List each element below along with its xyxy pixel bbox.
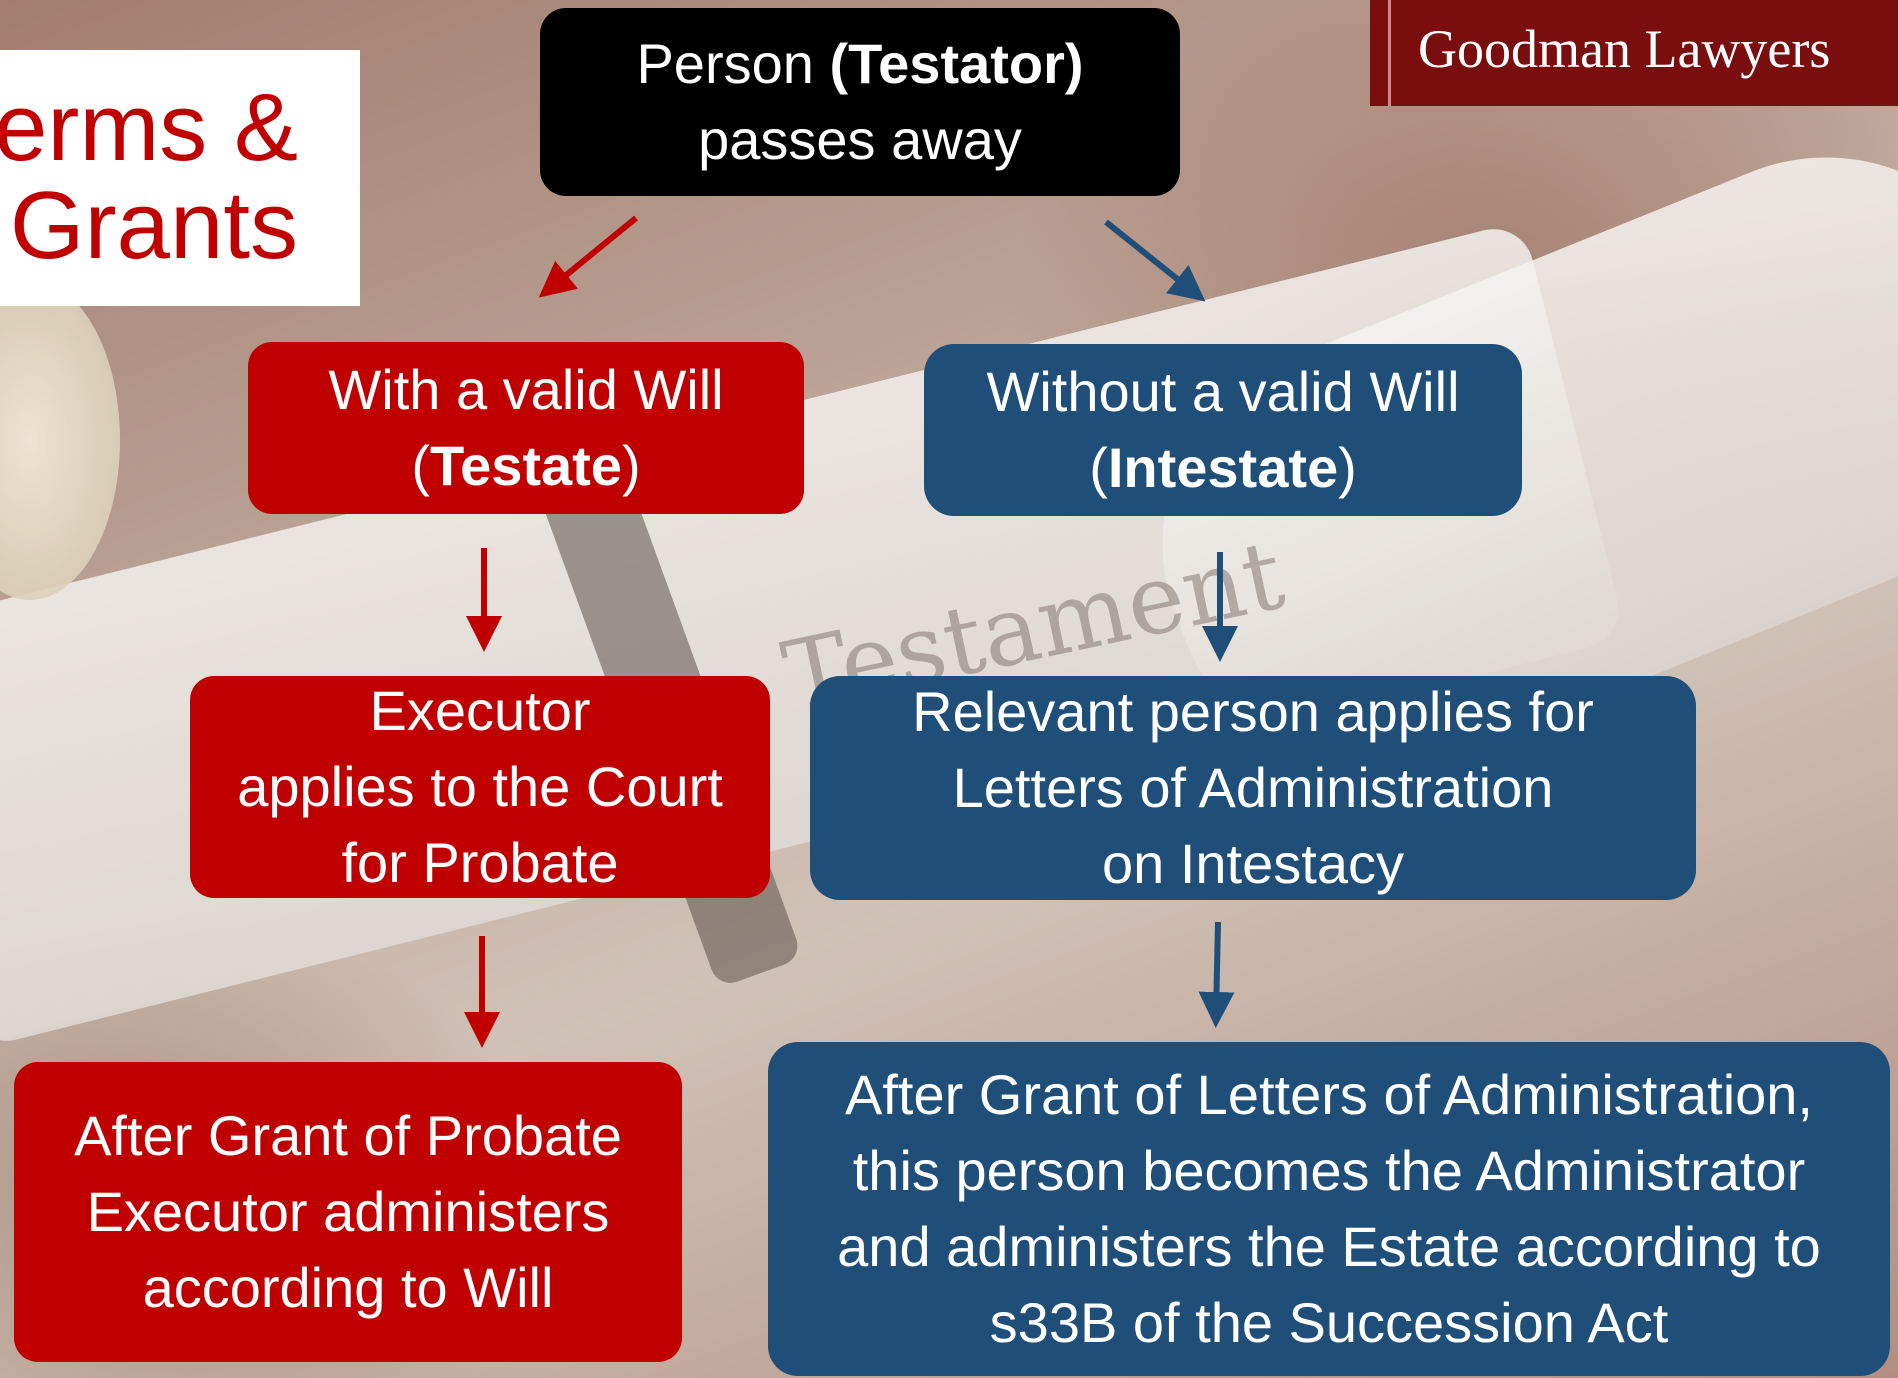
arrow-rel-to-after: [1198, 921, 1235, 1028]
after-admin-line4: s33B of the Succession Act: [989, 1291, 1669, 1354]
title-line-1: erms &: [0, 74, 298, 181]
nowill-paren-open: (: [1089, 436, 1108, 499]
after-admin-line3: and administers the Estate according to: [837, 1215, 1821, 1278]
arrow-root-to-nowill: [1104, 219, 1206, 302]
logo-divider: [1388, 0, 1391, 106]
node-rel-text: Relevant person applies for Letters of A…: [912, 674, 1594, 902]
after-admin-line2: this person becomes the Administrator: [852, 1139, 1806, 1202]
root-bold-text: (Testator): [829, 32, 1084, 95]
node-without-valid-will: Without a valid Will (Intestate): [924, 344, 1522, 516]
arrow-root-to-will: [538, 215, 638, 298]
title-line-2: Grants: [9, 172, 298, 279]
after-probate-line1: After Grant of Probate: [74, 1104, 622, 1167]
node-testator-passes-away: Person (Testator) passes away: [540, 8, 1180, 196]
node-root-line1: Person (Testator): [636, 26, 1083, 102]
after-admin-line1: After Grant of Letters of Administration…: [844, 1063, 1813, 1126]
nowill-line1: Without a valid Will: [986, 360, 1460, 423]
nowill-paren-close: ): [1338, 436, 1357, 499]
will-line2: (Testate): [328, 428, 723, 504]
nowill-line2: (Intestate): [986, 430, 1459, 506]
rel-line3: on Intestacy: [1102, 832, 1404, 895]
exec-line1: Executor: [369, 679, 591, 742]
will-paren-close: ): [621, 434, 641, 497]
node-after-grant-of-letters: After Grant of Letters of Administration…: [768, 1042, 1890, 1376]
will-line1: With a valid Will: [328, 358, 724, 421]
logo-text: Goodman Lawyers: [1418, 19, 1831, 79]
will-paren-open: (: [411, 434, 431, 497]
after-probate-line3: according to Will: [142, 1256, 554, 1319]
exec-line2: applies to the Court: [237, 755, 723, 818]
rel-line2: Letters of Administration: [952, 756, 1554, 819]
node-relevant-person-applies: Relevant person applies for Letters of A…: [810, 676, 1696, 900]
node-nowill-text: Without a valid Will (Intestate): [986, 354, 1459, 506]
will-bold: Testate: [430, 434, 622, 497]
root-post-text: passes away: [698, 108, 1022, 171]
node-after-admin-text: After Grant of Letters of Administration…: [837, 1057, 1821, 1361]
node-root-text: Person (Testator) passes away: [636, 26, 1083, 178]
title-box: erms & Grants: [0, 50, 360, 306]
exec-line3: for Probate: [341, 831, 619, 894]
node-executor-applies: Executor applies to the Court for Probat…: [190, 676, 770, 898]
root-pre-text: Person: [636, 32, 830, 95]
node-with-valid-will: With a valid Will (Testate): [248, 342, 804, 514]
node-after-grant-of-probate: After Grant of Probate Executor administ…: [14, 1062, 682, 1362]
node-will-text: With a valid Will (Testate): [328, 352, 723, 504]
firm-logo: Goodman Lawyers: [1370, 0, 1898, 106]
after-probate-line2: Executor administers: [86, 1180, 610, 1243]
node-after-probate-text: After Grant of Probate Executor administ…: [74, 1098, 622, 1326]
nowill-bold: Intestate: [1107, 436, 1339, 499]
node-exec-text: Executor applies to the Court for Probat…: [237, 673, 723, 901]
rel-line1: Relevant person applies for: [912, 680, 1594, 743]
